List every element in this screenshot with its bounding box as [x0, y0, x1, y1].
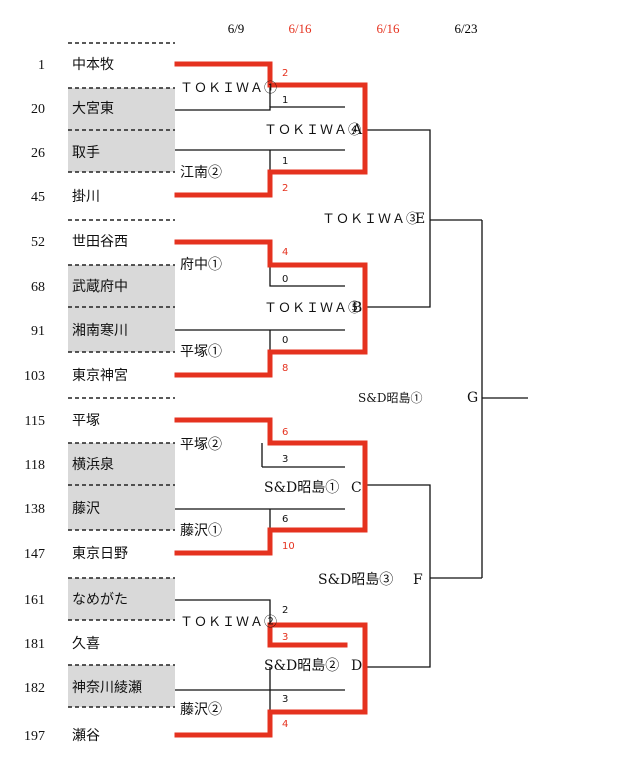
round2-label: ＴＯＫＩＷＡ④	[264, 123, 362, 138]
round1-label: 府中①	[180, 257, 222, 273]
team-seed: 45	[31, 190, 45, 205]
round1-label: ＴＯＫＩＷＡ②	[180, 615, 278, 630]
round2-letter: C	[351, 480, 362, 496]
winner-path	[267, 622, 348, 648]
team-name: 瀬谷	[72, 728, 100, 744]
team-name: 世田谷西	[72, 234, 128, 250]
team-seed: 26	[31, 146, 45, 161]
score: 6	[282, 427, 288, 438]
round1-label: 平塚②	[180, 437, 222, 453]
date-final: 6/23	[454, 21, 477, 36]
team-seed: 68	[31, 280, 45, 295]
team-name: なめがた	[72, 592, 128, 608]
round1-label: ＴＯＫＩＷＡ①	[180, 81, 278, 96]
team-seed: 182	[24, 681, 45, 696]
date-round1: 6/9	[228, 21, 245, 36]
date-round2: 6/16	[288, 21, 312, 36]
round2-label: S&D昭島①	[264, 480, 339, 496]
score: 3	[282, 454, 288, 465]
round2-letter: D	[351, 658, 362, 674]
team-name: 掛川	[72, 189, 100, 205]
team-box-shade	[68, 665, 175, 707]
round1-scores: 2 1 1 2 4 0 0 8 6 3 6 10 2 3 3 4	[282, 68, 295, 730]
team-seed: 91	[31, 324, 45, 339]
score: 1	[282, 95, 288, 106]
team-name: 湘南寒川	[72, 322, 128, 339]
round2-letter: A	[351, 122, 363, 138]
semi-e-letter: E	[415, 211, 425, 227]
score: 8	[282, 363, 288, 374]
team-separators	[68, 42, 175, 708]
winner-path	[174, 304, 368, 378]
semi-f-label: S&D昭島③	[318, 572, 393, 588]
team-box-shade	[68, 578, 175, 620]
team-seed: 115	[25, 414, 45, 429]
score: 3	[282, 632, 288, 643]
score: 4	[282, 719, 288, 730]
team-box-shade	[68, 443, 175, 485]
team-name: 東京神宮	[72, 368, 128, 384]
team-box-shade	[68, 88, 175, 130]
team-seed: 20	[31, 102, 45, 117]
winner-path	[174, 664, 368, 738]
score: 4	[282, 247, 288, 258]
score: 10	[282, 541, 295, 552]
round1-labels: ＴＯＫＩＷＡ① 江南② 府中① 平塚① 平塚② 藤沢① ＴＯＫＩＷＡ② 藤沢②	[180, 81, 278, 718]
team-name: 横浜泉	[72, 456, 114, 473]
semi-e-label: ＴＯＫＩＷＡ③	[322, 212, 420, 227]
team-box-shade	[68, 130, 175, 172]
team-seed: 147	[24, 547, 45, 562]
round2-label: ＴＯＫＩＷＡ⑤	[264, 301, 362, 316]
team-name: 東京日野	[72, 546, 128, 562]
team-seed: 197	[24, 729, 45, 744]
team-seed: 1	[38, 58, 45, 73]
final-letter: G	[467, 390, 478, 406]
score: 6	[282, 514, 288, 525]
team-name: 取手	[72, 145, 100, 161]
winner-path	[174, 417, 368, 488]
bracket-lines	[175, 85, 528, 712]
team-name: 久喜	[72, 636, 100, 652]
round1-label: 江南②	[180, 165, 222, 181]
score: 0	[282, 274, 288, 285]
winner-path	[174, 127, 368, 198]
round1-label: 平塚①	[180, 344, 222, 360]
team-seed: 118	[25, 458, 45, 473]
score: 0	[282, 335, 288, 346]
winner-paths	[174, 61, 368, 738]
team-box-shade	[68, 485, 175, 530]
team-seed: 52	[31, 235, 45, 250]
team-seed: 161	[24, 593, 45, 608]
team-name: 大宮東	[72, 101, 114, 117]
round2-letter: B	[352, 300, 362, 316]
winner-path	[174, 239, 368, 310]
score: 3	[282, 694, 288, 705]
score: 2	[282, 183, 288, 194]
semi-f-letter: F	[413, 572, 423, 588]
score: 2	[282, 605, 288, 616]
team-name: 中本牧	[72, 57, 114, 73]
score: 2	[282, 68, 288, 79]
team-name: 神奈川綾瀬	[72, 680, 142, 696]
team-box-shade	[68, 265, 175, 307]
team-box-shade	[68, 307, 175, 352]
team-seed: 138	[24, 502, 45, 517]
round1-label: 藤沢②	[180, 702, 222, 718]
team-seed: 103	[24, 369, 45, 384]
date-round3: 6/16	[376, 21, 400, 36]
score: 1	[282, 156, 288, 167]
team-seed: 181	[24, 637, 45, 652]
team-name: 武蔵府中	[72, 279, 128, 295]
round1-label: 藤沢①	[180, 523, 222, 539]
round2-label: S&D昭島②	[264, 658, 339, 674]
mid-label: S&D昭島①	[358, 390, 423, 405]
team-list: 1 中本牧 20 大宮東 26 取手 45 掛川 52 世田谷西 68 武蔵府中…	[24, 57, 142, 744]
team-name: 平塚	[72, 413, 100, 429]
team-name: 藤沢	[72, 501, 100, 517]
winner-path	[174, 482, 368, 556]
round2-labels: ＴＯＫＩＷＡ④ A ＴＯＫＩＷＡ⑤ B S&D昭島① C S&D昭島② D	[264, 122, 363, 674]
winner-path	[174, 61, 368, 133]
